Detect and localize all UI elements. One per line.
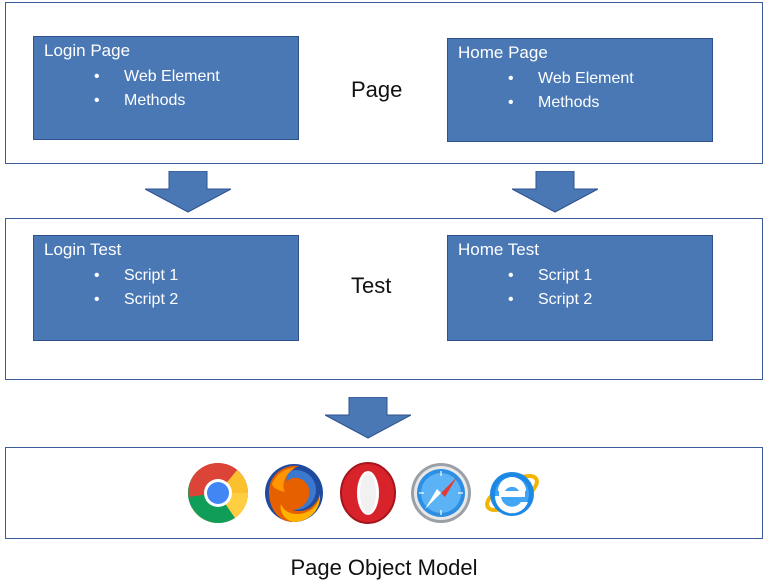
home-test-box: Home Test Script 1 Script 2 [447, 235, 713, 341]
firefox-icon [265, 464, 323, 522]
login-page-box: Login Page Web Element Methods [33, 36, 299, 140]
list-item: Script 1 [94, 264, 178, 288]
test-layer-label: Test [351, 273, 392, 298]
list-item: Script 2 [94, 288, 178, 312]
login-test-title: Login Test [44, 240, 122, 259]
home-page-title: Home Page [458, 43, 548, 62]
home-page-list: Web Element Methods [508, 67, 634, 115]
login-page-list: Web Element Methods [94, 65, 220, 113]
safari-icon [411, 463, 471, 523]
login-page-title: Login Page [44, 41, 131, 60]
chrome-icon [187, 463, 249, 523]
login-test-list: Script 1 Script 2 [94, 264, 178, 312]
list-item: Web Element [94, 65, 220, 89]
down-arrow-icon [325, 397, 411, 439]
page-layer-label: Page [351, 77, 403, 102]
list-item: Script 1 [508, 264, 592, 288]
down-arrow-icon [512, 171, 598, 213]
list-item: Methods [94, 89, 220, 113]
list-item: Web Element [508, 67, 634, 91]
list-item: Script 2 [508, 288, 592, 312]
list-item: Methods [508, 91, 634, 115]
down-arrow-icon [145, 171, 231, 213]
internet-explorer-icon [485, 472, 539, 516]
home-test-list: Script 1 Script 2 [508, 264, 592, 312]
home-test-title: Home Test [458, 240, 539, 259]
home-page-box: Home Page Web Element Methods [447, 38, 713, 142]
opera-icon [340, 462, 396, 524]
diagram-caption: Page Object Model [290, 555, 478, 580]
login-test-box: Login Test Script 1 Script 2 [33, 235, 299, 341]
